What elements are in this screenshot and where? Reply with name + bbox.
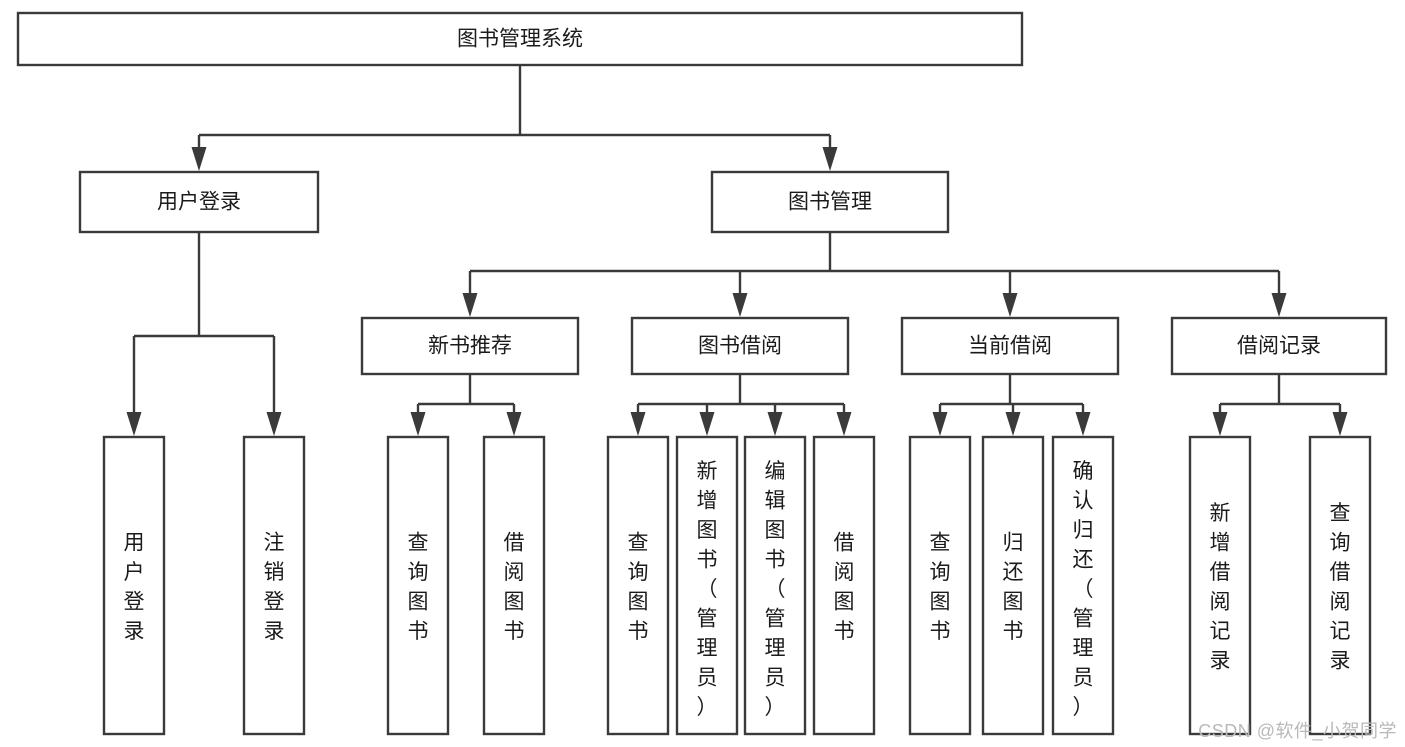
node-leaf-cur-query[interactable]: 查询图书 bbox=[908, 435, 972, 736]
node-l2-user-login[interactable]: 用户登录 bbox=[78, 170, 320, 234]
arrowhead-icon bbox=[506, 412, 522, 436]
node-l3-current[interactable]: 当前借阅 bbox=[900, 316, 1120, 376]
node-box bbox=[102, 435, 166, 736]
node-label: 借阅图书 bbox=[504, 532, 525, 644]
node-box bbox=[908, 435, 972, 736]
arrowhead-icon bbox=[410, 412, 426, 436]
node-box bbox=[710, 170, 950, 234]
node-leaf-bb-query[interactable]: 查询图书 bbox=[606, 435, 670, 736]
csdn-watermark: CSDN @软件_小贺同学 bbox=[1198, 721, 1397, 741]
arrowhead-icon bbox=[266, 412, 282, 436]
node-label: 查询图书 bbox=[930, 532, 951, 644]
node-box bbox=[1188, 435, 1252, 736]
arrowhead-icon bbox=[836, 412, 852, 436]
node-label: 当前借阅 bbox=[968, 335, 1052, 358]
arrowhead-icon bbox=[630, 412, 646, 436]
node-box bbox=[242, 435, 306, 736]
node-label: 新书推荐 bbox=[428, 335, 512, 358]
arrowhead-icon bbox=[1271, 293, 1287, 317]
node-leaf-user-logout[interactable]: 注销登录 bbox=[242, 435, 306, 736]
node-leaf-bb-edit[interactable]: 编辑图书（管理员） bbox=[743, 435, 807, 736]
node-label: 新增借阅记录 bbox=[1210, 502, 1231, 673]
node-label: 查询借阅记录 bbox=[1330, 502, 1351, 673]
node-leaf-cur-return[interactable]: 归还图书 bbox=[981, 435, 1045, 736]
node-box bbox=[360, 316, 580, 376]
node-l3-new-book[interactable]: 新书推荐 bbox=[360, 316, 580, 376]
arrowhead-icon bbox=[822, 147, 838, 171]
node-box bbox=[812, 435, 876, 736]
node-box bbox=[78, 170, 320, 234]
node-label: 图书管理系统 bbox=[457, 28, 583, 51]
node-leaf-user-login[interactable]: 用户登录 bbox=[102, 435, 166, 736]
node-box bbox=[1170, 316, 1388, 376]
node-l2-book-manage[interactable]: 图书管理 bbox=[710, 170, 950, 234]
node-l3-borrow[interactable]: 图书借阅 bbox=[630, 316, 850, 376]
node-label: 借阅图书 bbox=[834, 532, 855, 644]
arrowhead-icon bbox=[1332, 412, 1348, 436]
node-box bbox=[900, 316, 1120, 376]
arrowhead-icon bbox=[1075, 412, 1091, 436]
arrowhead-icon bbox=[1212, 412, 1228, 436]
node-label: 编辑图书（管理员） bbox=[765, 460, 786, 719]
node-box bbox=[743, 435, 807, 736]
arrowhead-icon bbox=[191, 147, 207, 171]
node-leaf-bb-borrow[interactable]: 借阅图书 bbox=[812, 435, 876, 736]
node-box bbox=[630, 316, 850, 376]
connectors-layer bbox=[126, 65, 1348, 436]
node-label: 新增图书（管理员） bbox=[697, 460, 718, 719]
node-label: 归还图书 bbox=[1003, 532, 1024, 644]
arrowhead-icon bbox=[462, 293, 478, 317]
node-label: 用户登录 bbox=[124, 532, 145, 644]
node-label: 查询图书 bbox=[408, 532, 429, 644]
arrowhead-icon bbox=[126, 412, 142, 436]
node-label: 借阅记录 bbox=[1237, 335, 1321, 358]
node-box bbox=[675, 435, 739, 736]
node-label: 确认归还（管理员） bbox=[1073, 460, 1094, 719]
arrowhead-icon bbox=[699, 412, 715, 436]
node-label: 图书管理 bbox=[788, 191, 872, 214]
arrowhead-icon bbox=[1005, 412, 1021, 436]
arrowhead-icon bbox=[932, 412, 948, 436]
node-label: 注销登录 bbox=[264, 532, 285, 644]
nodes-layer: 图书管理系统用户登录图书管理新书推荐图书借阅当前借阅借阅记录用户登录注销登录查询… bbox=[16, 11, 1388, 736]
node-root[interactable]: 图书管理系统 bbox=[16, 11, 1024, 67]
node-leaf-nb-query[interactable]: 查询图书 bbox=[386, 435, 450, 736]
node-box bbox=[482, 435, 546, 736]
node-leaf-nb-borrow[interactable]: 借阅图书 bbox=[482, 435, 546, 736]
node-leaf-cur-confirm[interactable]: 确认归还（管理员） bbox=[1051, 435, 1115, 736]
arrowhead-icon bbox=[767, 412, 783, 436]
arrowhead-icon bbox=[732, 293, 748, 317]
node-leaf-rec-add[interactable]: 新增借阅记录 bbox=[1188, 435, 1252, 736]
node-box bbox=[981, 435, 1045, 736]
node-label: 查询图书 bbox=[628, 532, 649, 644]
node-box bbox=[1051, 435, 1115, 736]
node-box bbox=[1308, 435, 1372, 736]
node-box bbox=[16, 11, 1024, 67]
node-box bbox=[386, 435, 450, 736]
node-label: 图书借阅 bbox=[698, 335, 782, 358]
node-label: 用户登录 bbox=[157, 191, 241, 214]
node-leaf-bb-add[interactable]: 新增图书（管理员） bbox=[675, 435, 739, 736]
arrowhead-icon bbox=[1002, 293, 1018, 317]
node-leaf-rec-query[interactable]: 查询借阅记录 bbox=[1308, 435, 1372, 736]
node-l3-record[interactable]: 借阅记录 bbox=[1170, 316, 1388, 376]
node-box bbox=[606, 435, 670, 736]
